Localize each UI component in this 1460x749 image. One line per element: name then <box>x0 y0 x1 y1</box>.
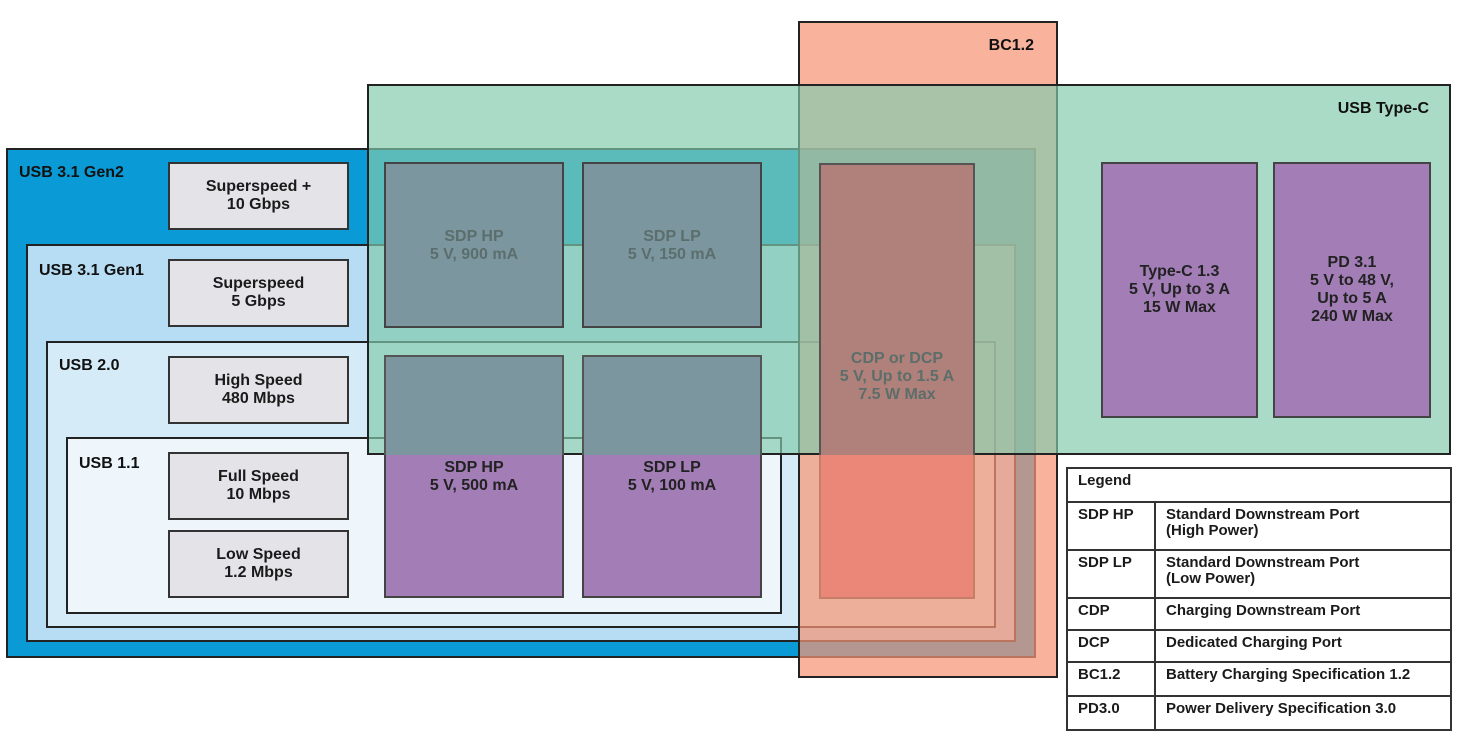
port-spec: 5 V, 500 mA <box>429 477 519 494</box>
speed-name: Superspeed + <box>205 178 312 195</box>
legend-key: CDP <box>1066 597 1156 631</box>
speed-rate: 10 Mbps <box>226 486 291 503</box>
usb31-gen2-label: USB 3.1 Gen2 <box>19 164 124 181</box>
cdp-dcp-label: CDP or DCP 5 V, Up to 1.5 A 7.5 W Max <box>819 345 975 409</box>
sdp-lp-150-box: SDP LP 5 V, 150 mA <box>582 162 762 328</box>
usb31-gen1-label: USB 3.1 Gen1 <box>39 262 144 279</box>
port-spec: 5 V, Up to 3 A <box>1128 281 1231 298</box>
superspeed-box: Superspeed 5 Gbps <box>168 259 349 327</box>
legend-desc: Standard Downstream Port (High Power) <box>1154 501 1452 551</box>
port-name: SDP HP <box>444 459 504 476</box>
legend-desc: Standard Downstream Port (Low Power) <box>1154 549 1452 599</box>
legend-header-row: Legend <box>1066 467 1452 503</box>
legend-key: BC1.2 <box>1066 661 1156 697</box>
usb20-label: USB 2.0 <box>59 357 120 374</box>
usb11-label: USB 1.1 <box>79 455 140 472</box>
speed-rate: 1.2 Mbps <box>224 564 293 581</box>
cdp-dcp-overlap <box>819 163 975 455</box>
legend-key: SDP LP <box>1066 549 1156 599</box>
port-name: SDP LP <box>643 228 701 245</box>
legend-table: Legend SDP HP Standard Downstream Port (… <box>1066 467 1452 731</box>
port-name: CDP or DCP <box>850 350 944 367</box>
port-spec: 5 V, Up to 1.5 A <box>839 368 955 385</box>
high-speed-box: High Speed 480 Mbps <box>168 356 349 424</box>
port-name: SDP LP <box>643 459 701 476</box>
port-name: PD 3.1 <box>1327 254 1377 271</box>
port-max: 15 W Max <box>1143 299 1216 316</box>
sdp-hp-900-box: SDP HP 5 V, 900 mA <box>384 162 564 328</box>
legend-desc: Charging Downstream Port <box>1154 597 1452 631</box>
superspeed-plus-box: Superspeed + 10 Gbps <box>168 162 349 230</box>
legend-key: PD3.0 <box>1066 695 1156 731</box>
legend-row: PD3.0 Power Delivery Specification 3.0 <box>1066 695 1452 731</box>
port-current: Up to 5 A <box>1317 290 1387 307</box>
sdp-lp-100-overlap <box>582 355 762 455</box>
speed-name: High Speed <box>214 372 303 389</box>
legend-desc-line1: Standard Downstream Port <box>1166 506 1360 523</box>
full-speed-box: Full Speed 10 Mbps <box>168 452 349 520</box>
port-spec: 5 V, 150 mA <box>627 246 717 263</box>
pd-31-box: PD 3.1 5 V to 48 V, Up to 5 A 240 W Max <box>1273 162 1431 418</box>
legend-row: DCP Dedicated Charging Port <box>1066 629 1452 663</box>
type-c-13-box: Type-C 1.3 5 V, Up to 3 A 15 W Max <box>1101 162 1258 418</box>
speed-name: Superspeed <box>212 275 305 292</box>
sdp-hp-500-overlap <box>384 355 564 455</box>
legend-desc-line2: (High Power) <box>1166 522 1259 539</box>
port-name: Type-C 1.3 <box>1139 263 1220 280</box>
legend-row: SDP LP Standard Downstream Port (Low Pow… <box>1066 549 1452 599</box>
legend-desc-line2: (Low Power) <box>1166 570 1256 587</box>
port-voltage: 5 V to 48 V, <box>1310 272 1394 289</box>
legend-key: DCP <box>1066 629 1156 663</box>
speed-rate: 480 Mbps <box>222 390 295 407</box>
legend-row: BC1.2 Battery Charging Specification 1.2 <box>1066 661 1452 697</box>
bc12-label: BC1.2 <box>988 37 1034 54</box>
speed-name: Low Speed <box>216 546 301 563</box>
speed-rate: 5 Gbps <box>231 293 286 310</box>
port-max: 240 W Max <box>1311 308 1393 325</box>
legend-row: CDP Charging Downstream Port <box>1066 597 1452 631</box>
legend-row: SDP HP Standard Downstream Port (High Po… <box>1066 501 1452 551</box>
legend-desc: Power Delivery Specification 3.0 <box>1154 695 1452 731</box>
legend-desc: Battery Charging Specification 1.2 <box>1154 661 1452 697</box>
speed-rate: 10 Gbps <box>226 196 291 213</box>
low-speed-box: Low Speed 1.2 Mbps <box>168 530 349 598</box>
legend-title: Legend <box>1066 467 1452 503</box>
port-name: SDP HP <box>444 228 504 245</box>
port-max: 7.5 W Max <box>858 386 936 403</box>
usb-type-c-label: USB Type-C <box>1337 100 1429 117</box>
legend-key: SDP HP <box>1066 501 1156 551</box>
port-spec: 5 V, 100 mA <box>627 477 717 494</box>
legend-desc-line1: Standard Downstream Port <box>1166 554 1360 571</box>
legend-desc: Dedicated Charging Port <box>1154 629 1452 663</box>
speed-name: Full Speed <box>218 468 299 485</box>
port-spec: 5 V, 900 mA <box>429 246 519 263</box>
